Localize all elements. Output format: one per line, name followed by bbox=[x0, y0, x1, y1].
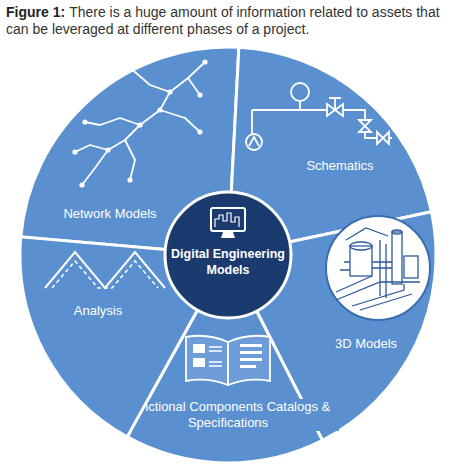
analysis-icon-part bbox=[52, 261, 158, 288]
analysis-icon bbox=[45, 252, 165, 288]
network-icon bbox=[72, 59, 207, 187]
catalog-book-icon-part bbox=[209, 347, 222, 366]
3d-model-icon-part bbox=[336, 228, 420, 310]
network-icon-part bbox=[188, 78, 200, 95]
monitor-icon-part bbox=[215, 213, 239, 227]
network-icon-part bbox=[157, 107, 162, 112]
network-icon-part bbox=[167, 89, 172, 94]
network-icon-part bbox=[72, 149, 77, 154]
3d-model-icon bbox=[326, 216, 430, 320]
catalog-book-icon-part bbox=[228, 336, 270, 385]
schematic-icon-part bbox=[251, 110, 253, 134]
center-label: Digital Engineering Models bbox=[167, 246, 289, 278]
caption-text: There is a huge amount of information re… bbox=[6, 4, 440, 37]
catalog-book-icon-part bbox=[186, 336, 228, 385]
3d-model-icon-part bbox=[392, 232, 402, 284]
sector-label: Network Models bbox=[60, 206, 159, 222]
network-icon-part bbox=[79, 182, 84, 187]
sector-label: Analysis bbox=[71, 303, 125, 319]
label-holder: Digital Engineering Models bbox=[167, 246, 289, 278]
catalog-book-icon bbox=[186, 336, 270, 385]
schematic-icon-part bbox=[329, 98, 341, 110]
3d-model-icon-part bbox=[392, 230, 402, 234]
3d-model-icon-part bbox=[404, 256, 418, 278]
network-icon-part bbox=[85, 118, 140, 125]
network-icon-part bbox=[120, 64, 170, 92]
schematic-icon-part bbox=[291, 83, 309, 101]
schematic-icon-part bbox=[359, 120, 371, 132]
network-icon-part bbox=[197, 92, 202, 97]
label-holder: Functional Components Catalogs & Specifi… bbox=[117, 399, 339, 431]
3d-model-icon-part bbox=[350, 242, 372, 250]
schematic-icon-part bbox=[252, 110, 392, 138]
network-icon-part bbox=[72, 59, 207, 187]
circle-fill bbox=[165, 192, 291, 318]
network-icon-part bbox=[137, 122, 142, 127]
label-holder: Analysis bbox=[48, 301, 148, 319]
catalog-book-icon-part bbox=[193, 358, 205, 367]
network-icon-part bbox=[127, 177, 132, 182]
network-icon-part bbox=[160, 110, 200, 132]
schematic-icon-part bbox=[299, 101, 301, 110]
network-icon-part bbox=[82, 62, 205, 185]
3d-model-icon-part bbox=[346, 228, 388, 240]
3d-model-icon-part bbox=[372, 262, 392, 268]
monitor-icon-part bbox=[221, 232, 235, 238]
analysis-icon-part bbox=[45, 252, 165, 288]
schematic-icon-part bbox=[246, 134, 262, 150]
schematic-icon bbox=[246, 83, 392, 150]
catalog-book-icon-part bbox=[193, 344, 205, 353]
network-icon-part bbox=[125, 140, 135, 180]
network-icon-part bbox=[82, 119, 87, 124]
catalog-book-icon-part bbox=[240, 344, 262, 347]
figure-caption: Figure 1:There is a huge amount of infor… bbox=[6, 4, 442, 38]
3d-model-icon-part bbox=[352, 284, 412, 310]
figure-label: Figure 1: bbox=[6, 4, 65, 20]
label-holder: 3D Models bbox=[316, 334, 416, 352]
schematic-icon-part bbox=[249, 137, 259, 146]
sector-label: Functional Components Catalogs & Specifi… bbox=[117, 399, 339, 431]
catalog-book-icon-part bbox=[240, 358, 262, 361]
3d-model-icon-part bbox=[326, 216, 430, 320]
monitor-icon bbox=[211, 208, 245, 238]
monitor-icon-part bbox=[211, 208, 245, 231]
label-holder: Schematics bbox=[285, 156, 395, 174]
network-icon-part bbox=[105, 147, 110, 152]
3d-model-icon-part bbox=[336, 276, 420, 300]
3d-model-icon-part bbox=[380, 240, 386, 298]
sector-label: Schematics bbox=[303, 158, 376, 174]
network-icon-part bbox=[197, 129, 202, 134]
network-icon-part bbox=[202, 59, 207, 64]
sector-label: 3D Models bbox=[332, 336, 400, 352]
catalog-book-icon-part bbox=[240, 351, 262, 354]
network-icon-part bbox=[75, 145, 108, 152]
catalog-book-icon-part bbox=[240, 365, 256, 368]
catalog-book-icon-part bbox=[193, 344, 262, 368]
schematic-icon-part bbox=[377, 132, 389, 144]
3d-model-icon-part bbox=[340, 262, 350, 270]
network-icon-part bbox=[117, 61, 122, 66]
label-holder: Network Models bbox=[40, 204, 180, 222]
